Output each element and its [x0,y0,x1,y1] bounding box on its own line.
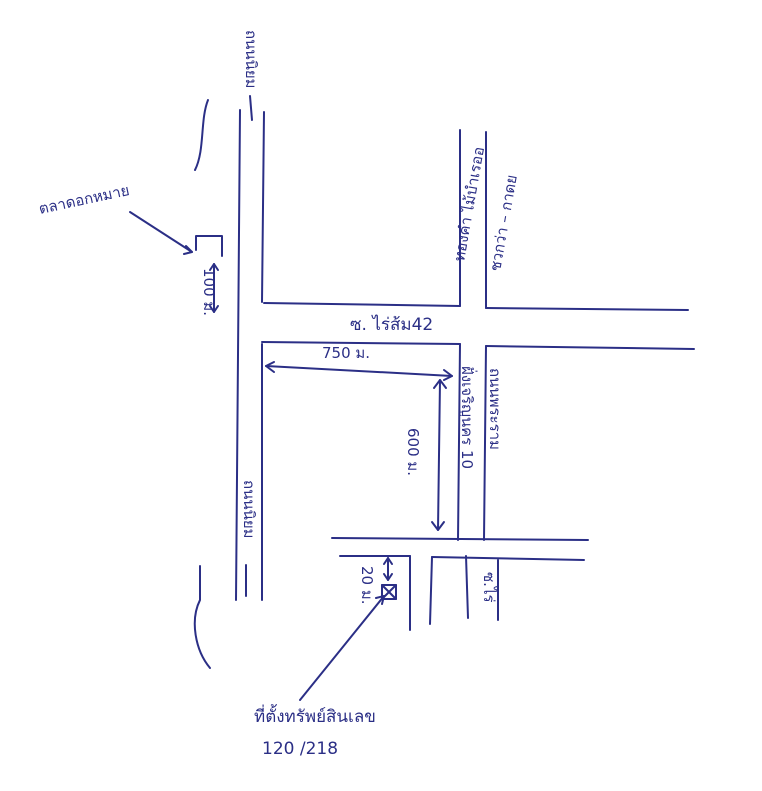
horizontal-distance-arrow [265,361,453,381]
left-distance-arrow [209,263,219,313]
destination-label: ที่ตั้งทรัพย์สินเลข [254,704,376,727]
post-office-label: ตลาดอกหมาย [37,181,131,218]
vertical-distance-arrow [431,379,447,531]
bottom-road [331,537,589,561]
side-soi-label: ซ.ไร่ [480,572,498,603]
side-soi [409,555,499,631]
right-road-top-label: ทองคำ ไม้บำเรออ [450,145,488,262]
bottom-road-label: ถนนนิยม [240,480,258,539]
soi-label: ซ. ไร่ส้ม42 [350,314,433,335]
vertical-distance-label: 600 ม. [404,428,422,476]
crossed-box-icon [381,584,397,600]
post-office-marker [129,211,223,257]
main-road-left [193,95,265,669]
right-road-mid-label: ถนนพระราม [486,368,504,450]
left-distance-label: 100 ม. [200,268,218,316]
vertical-road-label: ฝั่งเจริญนคร 10 [458,366,478,469]
horizontal-distance-label: 750 ม. [322,344,370,362]
soi-road [261,302,695,350]
small-distance-arrow [383,557,393,581]
top-road-label: ถนนนิยม [242,30,260,89]
vertical-road [457,129,487,541]
small-distance-label: 20 ม. [358,566,376,605]
plot-number-label: 120 /218 [262,739,338,759]
destination-pointer [299,595,385,701]
right-road-top-label-2: ชวกว่า – กาดย [486,173,521,272]
